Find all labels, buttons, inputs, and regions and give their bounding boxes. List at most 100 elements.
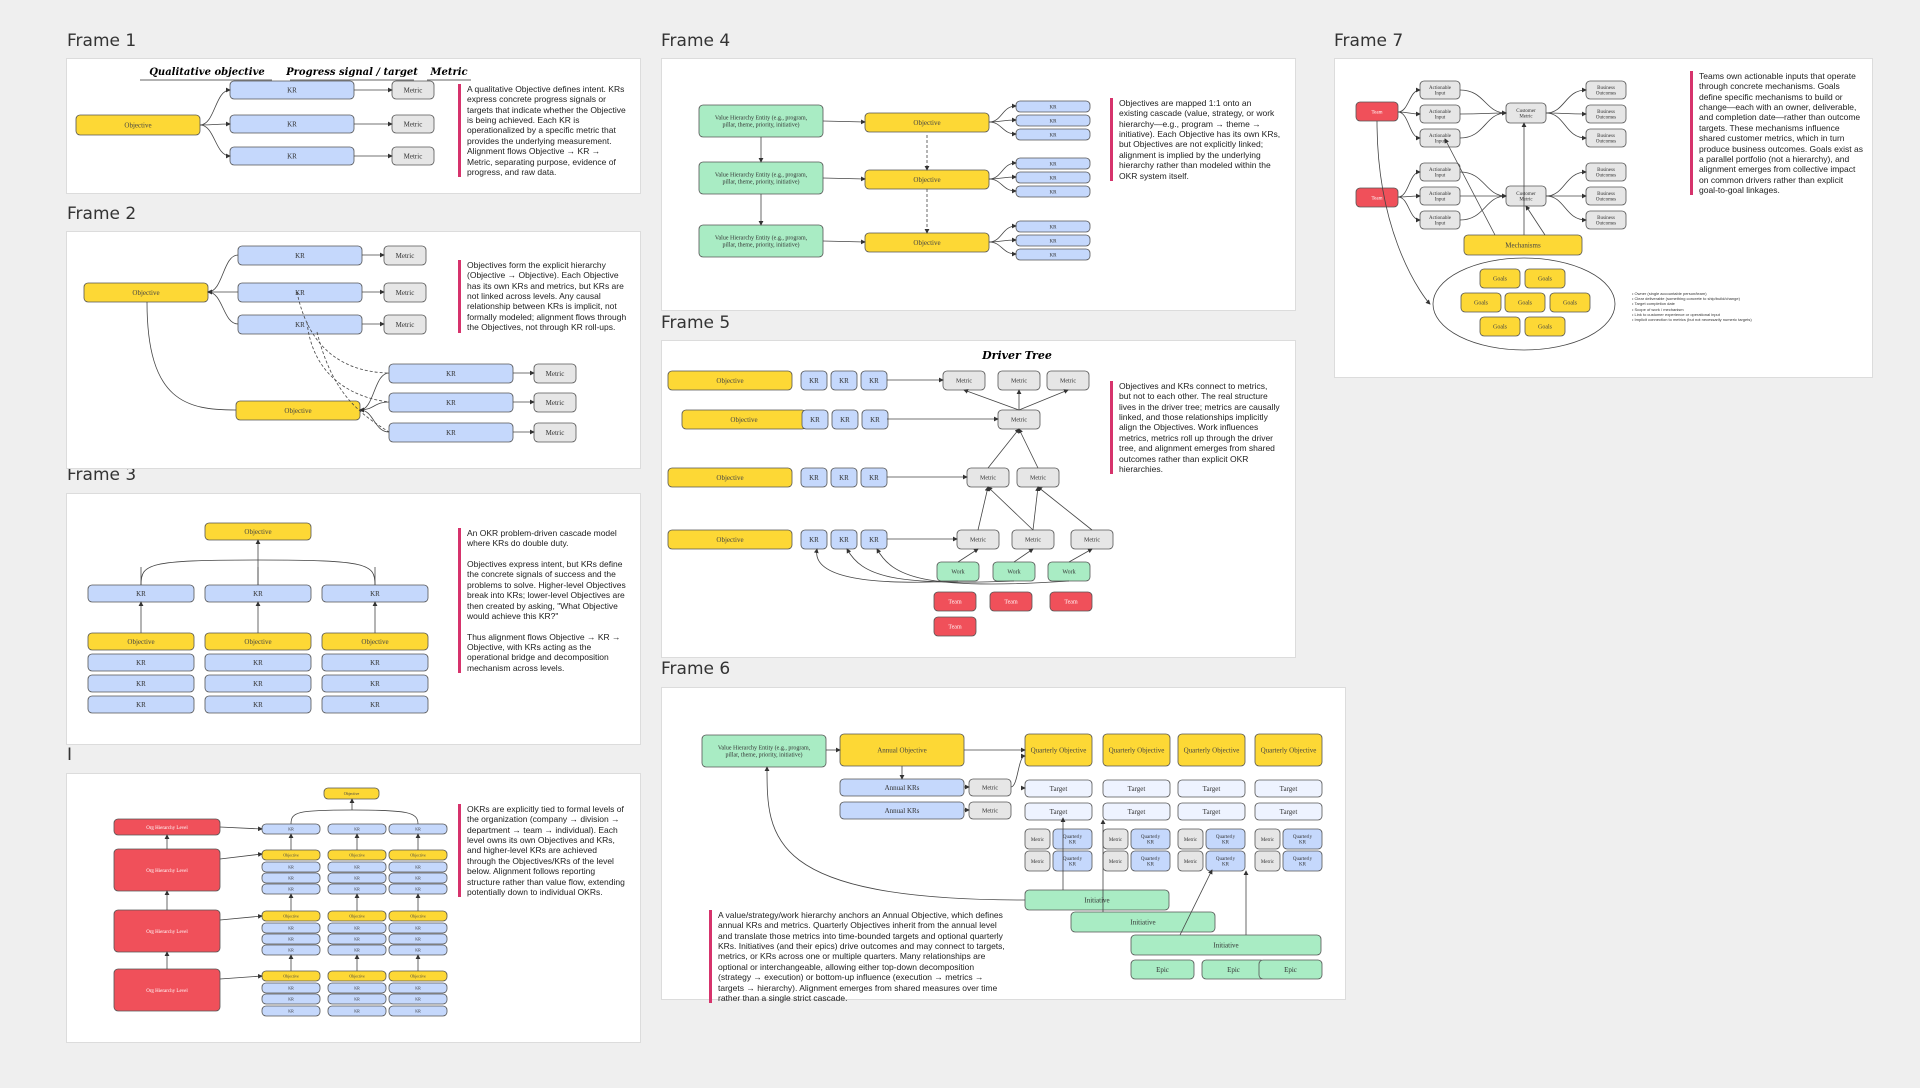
frame-6[interactable]: Value Hierarchy Entity (e.g., program,pi… [661, 687, 1346, 1004]
objective-node[interactable]: Objective [327, 849, 387, 861]
kr-node[interactable]: KR [327, 933, 387, 945]
kr-node[interactable]: KR [388, 861, 448, 873]
value-hierarchy-entity-node[interactable]: Value Hierarchy Entity (e.g., program,pi… [701, 734, 827, 768]
metric-node[interactable]: Metric [391, 146, 435, 166]
kr-node[interactable]: KR [87, 584, 195, 603]
target-node[interactable]: Target [1102, 802, 1171, 821]
kr-node[interactable]: KR [327, 922, 387, 934]
value-hierarchy-entity-node[interactable]: Value Hierarchy Entity (e.g., program,pi… [698, 224, 824, 258]
work-node[interactable]: Work [992, 561, 1036, 582]
objective-node[interactable]: Objective [261, 910, 321, 922]
goals-node[interactable]: Goals [1479, 316, 1521, 337]
objective-node[interactable]: Objective [864, 232, 990, 253]
kr-node[interactable]: KR [800, 370, 828, 391]
kr-node[interactable]: KR [861, 409, 889, 430]
metric-node[interactable]: Metric [383, 245, 427, 266]
objective-node[interactable]: Objective [327, 910, 387, 922]
goals-node[interactable]: Goals [1524, 268, 1566, 289]
kr-node[interactable]: KR [801, 409, 829, 430]
quarterly-objective-node[interactable]: Quarterly Objective [1024, 733, 1093, 767]
mechanisms-node[interactable]: Mechanisms [1463, 234, 1583, 256]
metric-node[interactable]: Metric [533, 392, 577, 413]
kr-node[interactable]: KR [1015, 185, 1091, 198]
metric-node[interactable]: Metric [966, 467, 1010, 488]
kr-node[interactable]: KR [261, 993, 321, 1005]
kr-node[interactable]: KR [237, 314, 363, 335]
metric-node[interactable]: Metric [968, 778, 1012, 797]
metric-node[interactable]: Metric [1016, 467, 1060, 488]
kr-node[interactable]: KR [229, 146, 355, 166]
kr-node[interactable]: KR [1015, 128, 1091, 141]
objective-node[interactable]: Objective [681, 409, 807, 430]
metric-node[interactable]: Metric [1102, 828, 1129, 850]
initiative-node[interactable]: Initiative [1070, 911, 1216, 933]
kr-node[interactable]: KR [87, 695, 195, 714]
kr-node[interactable]: KR [237, 282, 363, 303]
objective-node[interactable]: Objective [388, 910, 448, 922]
target-node[interactable]: Target [1177, 779, 1246, 798]
objective-node[interactable]: Objective [75, 114, 201, 136]
kr-node[interactable]: KR [860, 529, 888, 550]
metric-node[interactable]: Metric [997, 370, 1041, 391]
kr-node[interactable]: KR [321, 695, 429, 714]
objective-node[interactable]: Objective [261, 970, 321, 982]
metric-node[interactable]: Metric [1024, 828, 1051, 850]
kr-node[interactable]: KR [800, 529, 828, 550]
goals-node[interactable]: Goals [1504, 292, 1546, 313]
goals-node[interactable]: Goals [1524, 316, 1566, 337]
kr-node[interactable]: KR [388, 993, 448, 1005]
kr-node[interactable]: KR [388, 363, 514, 384]
kr-node[interactable]: KR [327, 883, 387, 895]
annual-objective-node[interactable]: Annual Objective [839, 733, 965, 767]
team-node[interactable]: Team [1355, 187, 1399, 208]
team-node[interactable]: Team [1355, 101, 1399, 122]
value-hierarchy-entity-node[interactable]: Value Hierarchy Entity (e.g., program,pi… [698, 104, 824, 138]
objective-node[interactable]: Objective [235, 400, 361, 421]
top-objective-node[interactable]: Objective [323, 787, 380, 800]
metric-node[interactable]: Metric [391, 114, 435, 134]
kr-node[interactable]: KR [261, 1005, 321, 1017]
kr-node[interactable]: KR [321, 584, 429, 603]
objective-node[interactable]: Objective [864, 169, 990, 190]
quarterly-objective-node[interactable]: Quarterly Objective [1177, 733, 1246, 767]
objective-node[interactable]: Objective [667, 529, 793, 550]
kr-node[interactable]: KR [327, 944, 387, 956]
team-node[interactable]: Team [933, 616, 977, 637]
kr-node[interactable]: KR [1015, 100, 1091, 113]
team-node[interactable]: Team [933, 591, 977, 612]
kr-node[interactable]: KR [388, 944, 448, 956]
org-level-node[interactable]: Org Hierarchy Level [113, 968, 221, 1012]
target-node[interactable]: Target [1024, 802, 1093, 821]
kr-node[interactable]: KR [204, 584, 312, 603]
metric-node[interactable]: Metric [956, 529, 1000, 550]
epic-node[interactable]: Epic [1130, 959, 1195, 980]
kr-node[interactable]: KR [1015, 157, 1091, 170]
org-level-node[interactable]: Org Hierarchy Level [113, 818, 221, 836]
kr-node[interactable]: KR [388, 982, 448, 994]
kr-node[interactable]: KR [800, 467, 828, 488]
objective-node[interactable]: Objective [87, 632, 195, 651]
kr-node[interactable]: KR [388, 872, 448, 884]
kr-node[interactable]: KR [1015, 171, 1091, 184]
metric-node[interactable]: Metric [1011, 529, 1055, 550]
metric-node[interactable]: Metric [533, 422, 577, 443]
kr-node[interactable]: KR [261, 982, 321, 994]
value-hierarchy-entity-node[interactable]: Value Hierarchy Entity (e.g., program,pi… [698, 161, 824, 195]
kr-node[interactable]: KR [830, 529, 858, 550]
kr-node[interactable]: KR [321, 674, 429, 693]
kr-node[interactable]: KR [860, 467, 888, 488]
